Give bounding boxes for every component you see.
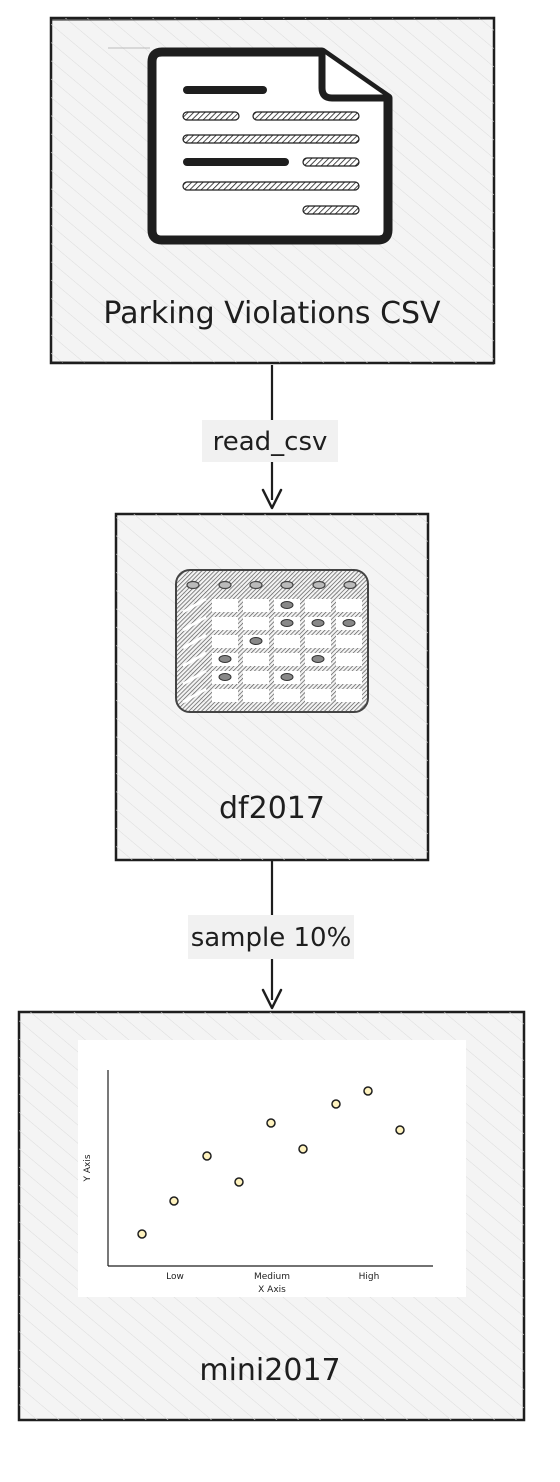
node-mini2017[interactable]: Low Medium High X Axis Y Axis mini2017: [17, 1010, 526, 1422]
table-grid-icon: [175, 569, 369, 713]
scatter-plot-icon: Low Medium High X Axis Y Axis: [78, 1040, 466, 1297]
thumbnail-point: [169, 1196, 179, 1206]
edge-sample-label: sample 10%: [191, 923, 352, 953]
edge-read-csv-label: read_csv: [213, 427, 328, 457]
edge-sample[interactable]: sample 10%: [188, 860, 354, 1010]
thumbnail-y-axis-label: Y Axis: [83, 1154, 93, 1182]
thumbnail-x-tick-medium: Medium: [254, 1272, 290, 1282]
thumbnail-point: [202, 1151, 212, 1161]
edge-read-csv[interactable]: read_csv: [202, 365, 338, 510]
node-csv[interactable]: Parking Violations CSV: [49, 16, 496, 365]
thumbnail-point: [137, 1229, 147, 1239]
node-df2017-label: df2017: [219, 791, 325, 826]
edge-sample-label-bg: [188, 915, 354, 959]
thumbnail-point: [331, 1099, 341, 1109]
thumbnail-x-tick-high: High: [359, 1272, 380, 1282]
edge-read-csv-label-bg: [202, 420, 338, 462]
thumbnail-point: [234, 1177, 244, 1187]
node-df2017[interactable]: df2017: [114, 512, 430, 862]
document-icon: [108, 47, 393, 245]
node-csv-label: Parking Violations CSV: [103, 296, 441, 331]
thumbnail-point: [266, 1118, 276, 1128]
node-mini2017-label: mini2017: [199, 1353, 340, 1388]
thumbnail-point: [395, 1125, 405, 1135]
thumbnail-x-tick-low: Low: [166, 1272, 184, 1282]
thumbnail-point: [298, 1144, 308, 1154]
thumbnail-x-axis-label: X Axis: [258, 1285, 286, 1295]
thumbnail-point: [363, 1086, 373, 1096]
